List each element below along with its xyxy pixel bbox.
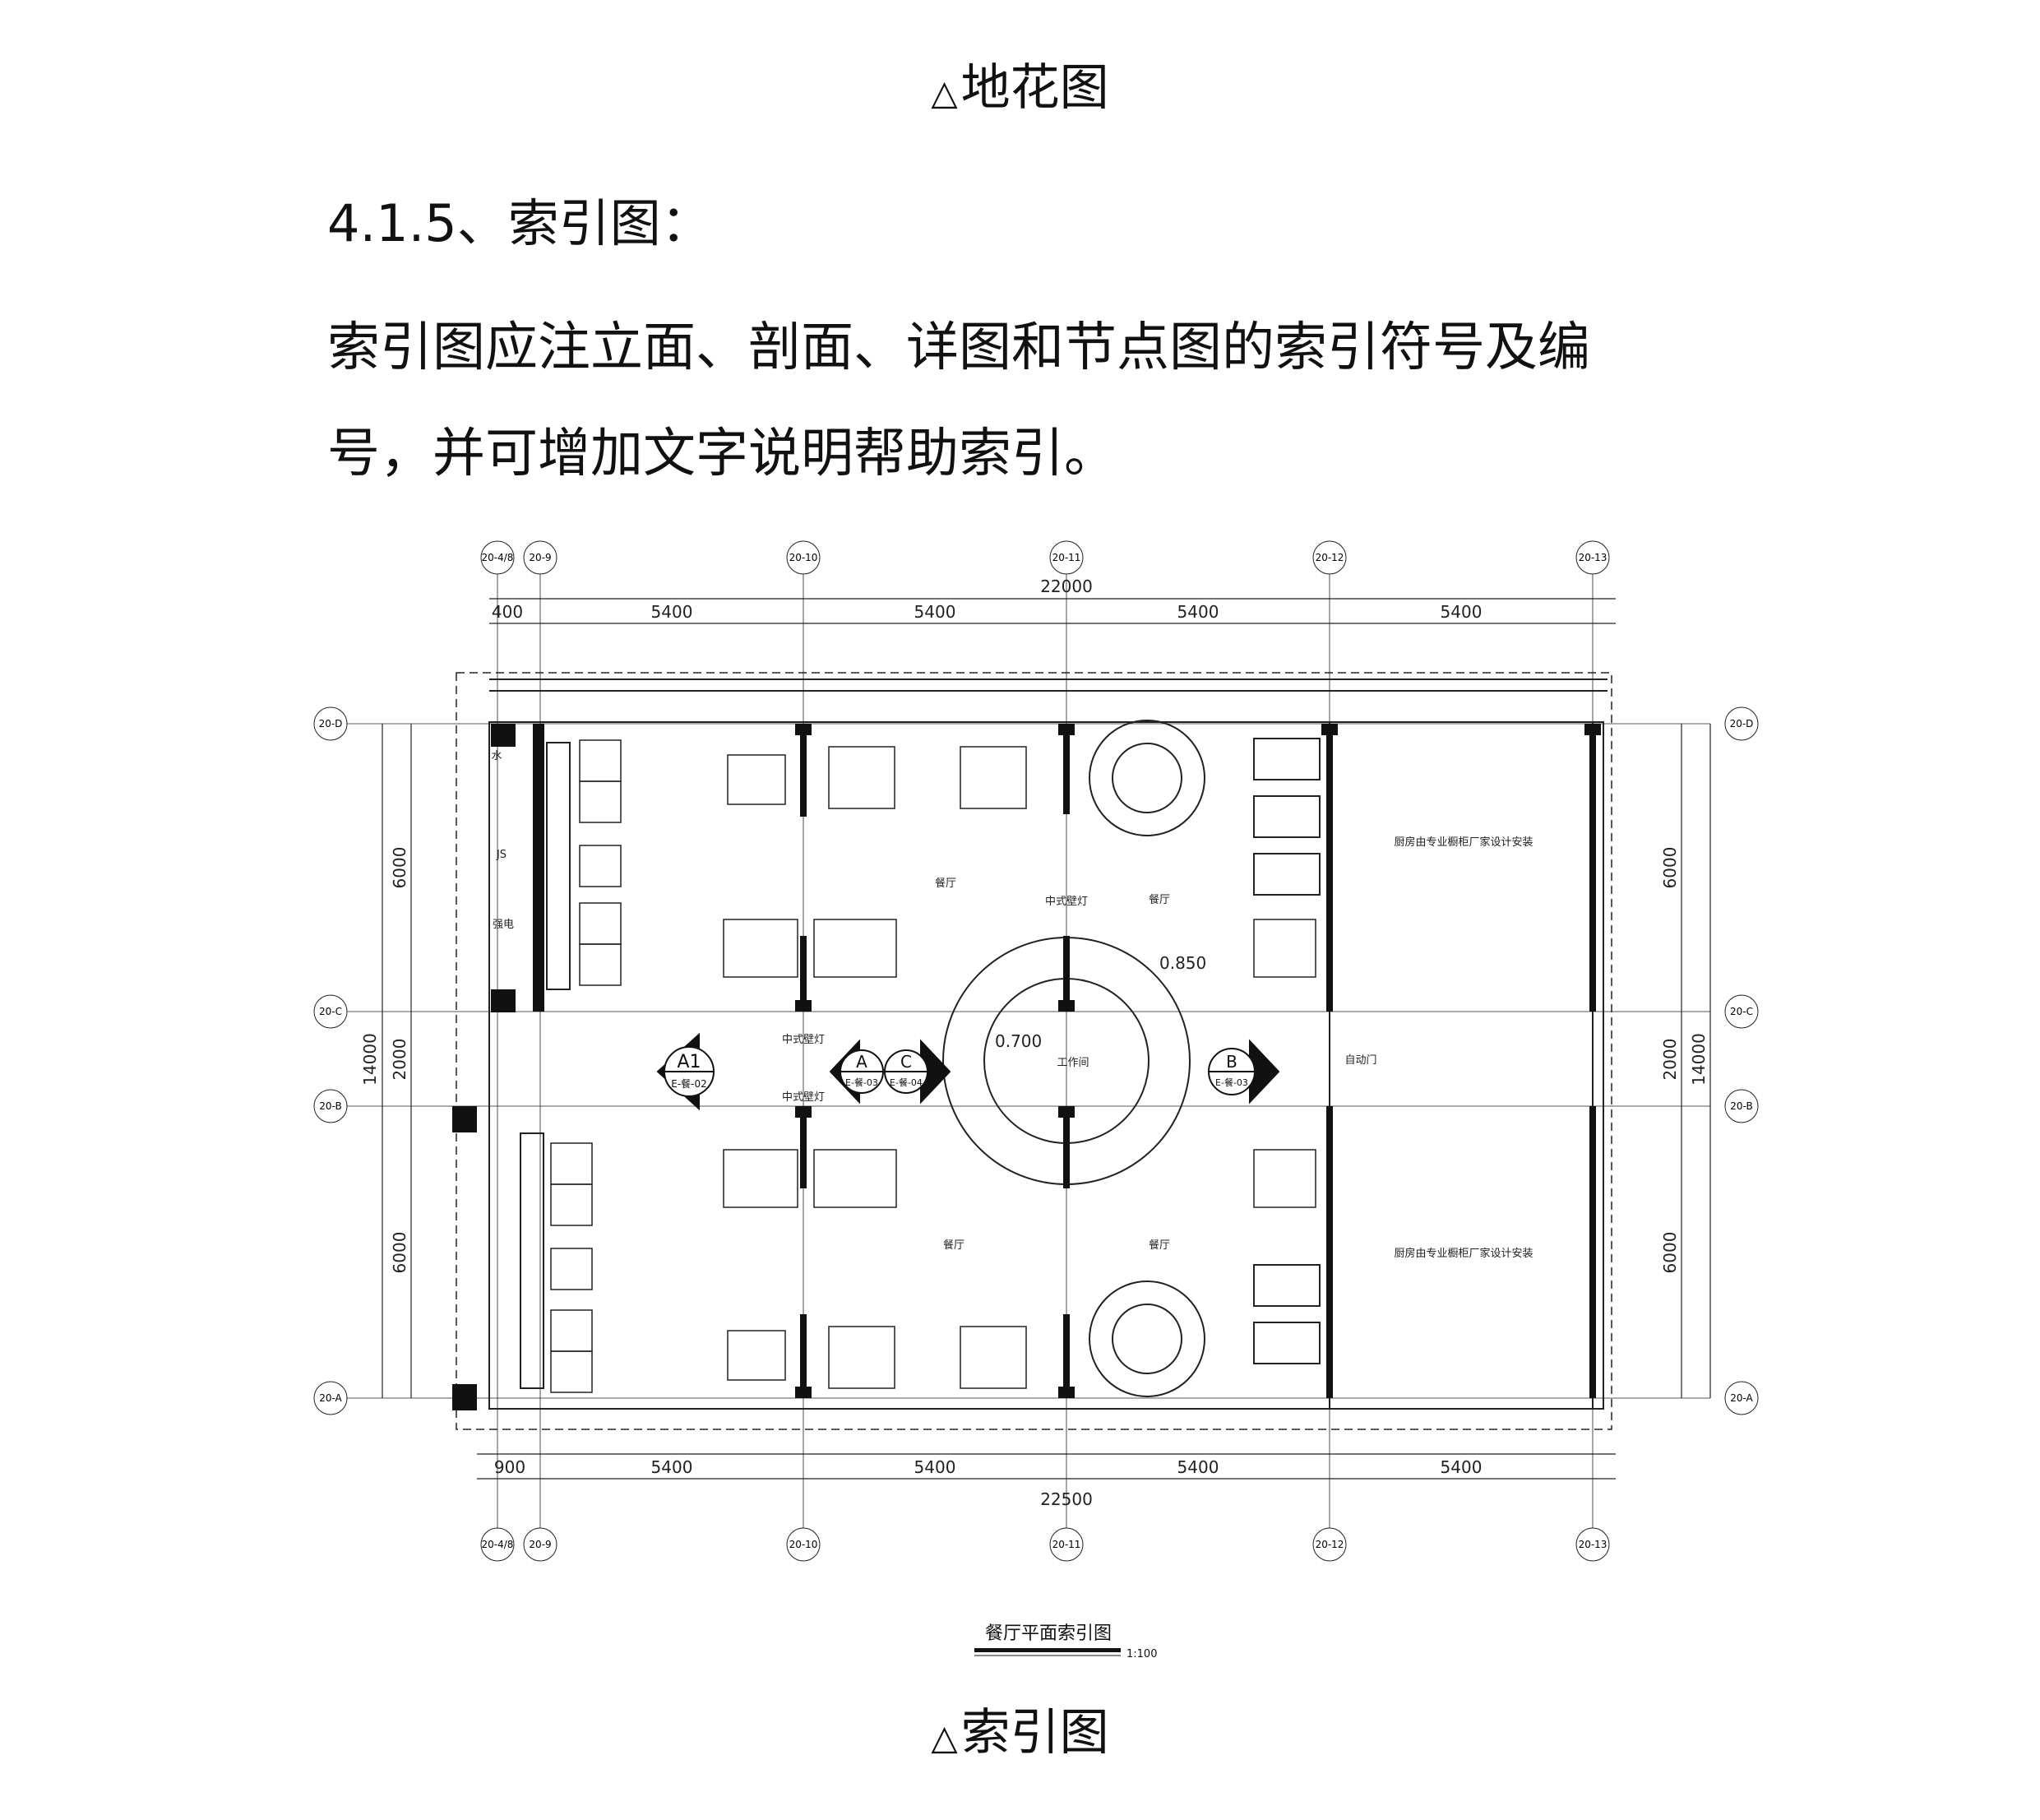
axis-bubble-bottom-4: 20-11 [1049,1527,1084,1562]
axis-label: 20-C [319,1006,342,1017]
index-mark-id: A [856,1052,867,1072]
bottom-caption: △索引图 [0,1704,2040,1767]
axis-label: 20-D [319,718,343,729]
axis-label: 20-10 [789,552,818,563]
triangle-icon: △ [931,72,958,113]
bottom-caption-text: 索引图 [960,1704,1109,1762]
dim-row-right-3: 6000 [1660,1232,1680,1274]
axis-bubble-right-3: 20-B [1724,1089,1759,1123]
axis-bubble-bottom-6: 20-13 [1575,1527,1610,1562]
axis-bubble-top-5: 20-12 [1312,540,1347,575]
dim-bay-bottom-3: 5400 [1177,1457,1219,1477]
dim-offset-top: 400 [492,602,523,622]
axis-label: 20-10 [789,1539,818,1550]
label-workroom: 工作间 [1057,1057,1089,1069]
label-dining: 餐厅 [1149,1239,1170,1252]
dim-row-right-1: 6000 [1660,847,1680,889]
index-mark-id: A1 [677,1052,701,1072]
axis-label: 20-4/8 [482,1539,514,1550]
label-wall-lamp: 中式壁灯 [782,1091,825,1104]
axis-bubble-top-2: 20-9 [523,540,557,575]
dim-row-left-1: 6000 [390,847,409,889]
dim-row-right-2: 2000 [1660,1039,1680,1081]
index-mark-ref: E-餐-02 [671,1077,707,1090]
axis-label: 20-9 [529,552,551,563]
axis-bubble-left-1: 20-D [313,706,348,741]
dim-bay-top-4: 5400 [1441,602,1483,622]
axis-bubble-bottom-1: 20-4/8 [480,1527,515,1562]
axis-label: 20-12 [1316,552,1344,563]
dim-total-left: 14000 [360,1033,380,1086]
label-kitchen: 厨房由专业橱柜厂家设计安装 [1394,1247,1533,1260]
axis-bubble-bottom-5: 20-12 [1312,1527,1347,1562]
label-dining: 餐厅 [943,1239,964,1252]
dim-bay-top-3: 5400 [1177,602,1219,622]
dim-offset-bottom: 900 [494,1457,525,1477]
label-dining: 餐厅 [935,877,956,890]
level-lower: 0.700 [995,1031,1042,1051]
axis-bubble-top-6: 20-13 [1575,540,1610,575]
section-heading: 4.1.5、索引图： [327,193,712,253]
axis-bubble-right-2: 20-C [1724,994,1759,1029]
axis-bubble-top-4: 20-11 [1049,540,1084,575]
axis-bubble-top-1: 20-4/8 [480,540,515,575]
label-kitchen: 厨房由专业橱柜厂家设计安装 [1394,836,1533,849]
axis-label: 20-B [1730,1100,1752,1112]
axis-label: 20-13 [1579,552,1607,563]
label-water: 水 [491,750,502,762]
label-wall-lamp: 中式壁灯 [782,1034,825,1046]
axis-bubble-right-1: 20-D [1724,706,1759,741]
label-wall-lamp: 中式壁灯 [1045,896,1088,908]
axis-bubble-left-3: 20-B [313,1089,348,1123]
axis-label: 20-A [319,1392,342,1404]
label-js: JS [496,849,507,861]
drawing-scale: 1:100 [1126,1648,1157,1660]
axis-label: 20-9 [529,1539,551,1550]
axis-bubble-bottom-3: 20-10 [786,1527,821,1562]
label-power: 强电 [493,919,514,931]
dim-bay-bottom-1: 5400 [651,1457,693,1477]
dim-bay-top-1: 5400 [651,602,693,622]
index-mark-ref: E-餐-03 [845,1077,878,1088]
axis-label: 20-B [319,1100,341,1112]
paragraph-line-2: 号，并可增加文字说明帮助索引。 [327,424,1117,484]
dim-bay-bottom-4: 5400 [1441,1457,1483,1477]
axis-bubble-top-3: 20-10 [786,540,821,575]
label-dining: 餐厅 [1149,893,1170,906]
dim-total-bottom: 22500 [1040,1489,1093,1509]
dim-row-left-2: 2000 [390,1039,409,1081]
dim-bay-bottom-2: 5400 [914,1457,956,1477]
triangle-icon: △ [931,1717,958,1757]
dim-total-top: 22000 [1040,577,1093,596]
axis-label: 20-11 [1052,552,1081,563]
top-caption: △地花图 [0,59,2040,122]
dim-bay-top-2: 5400 [914,602,956,622]
top-caption-text: 地花图 [960,59,1109,117]
axis-label: 20-A [1730,1392,1753,1404]
axis-bubble-left-2: 20-C [313,994,348,1029]
level-upper: 0.850 [1159,953,1206,973]
index-mark-ref: E-餐-03 [1215,1077,1248,1088]
axis-label: 20-4/8 [482,552,514,563]
drawing-title: 餐厅平面索引图 [985,1623,1112,1644]
dim-total-right: 14000 [1689,1033,1709,1086]
index-mark-id: C [900,1052,912,1072]
axis-label: 20-D [1730,718,1754,729]
index-mark-id: B [1226,1052,1237,1072]
axis-label: 20-C [1730,1006,1753,1017]
axis-bubble-right-4: 20-A [1724,1381,1759,1415]
paragraph-line-1: 索引图应注立面、剖面、详图和节点图的索引符号及编 [327,317,1590,378]
axis-bubble-bottom-2: 20-9 [523,1527,557,1562]
axis-label: 20-11 [1052,1539,1081,1550]
dim-row-left-3: 6000 [390,1232,409,1274]
axis-label: 20-13 [1579,1539,1607,1550]
axis-bubble-left-4: 20-A [313,1381,348,1415]
floor-plan-drawing: 20-4/8 20-9 20-10 20-11 20-12 20-13 20-4… [313,540,1759,1660]
index-mark-ref: E-餐-04 [890,1077,923,1088]
label-auto-door: 自动门 [1344,1054,1376,1067]
axis-label: 20-12 [1316,1539,1344,1550]
